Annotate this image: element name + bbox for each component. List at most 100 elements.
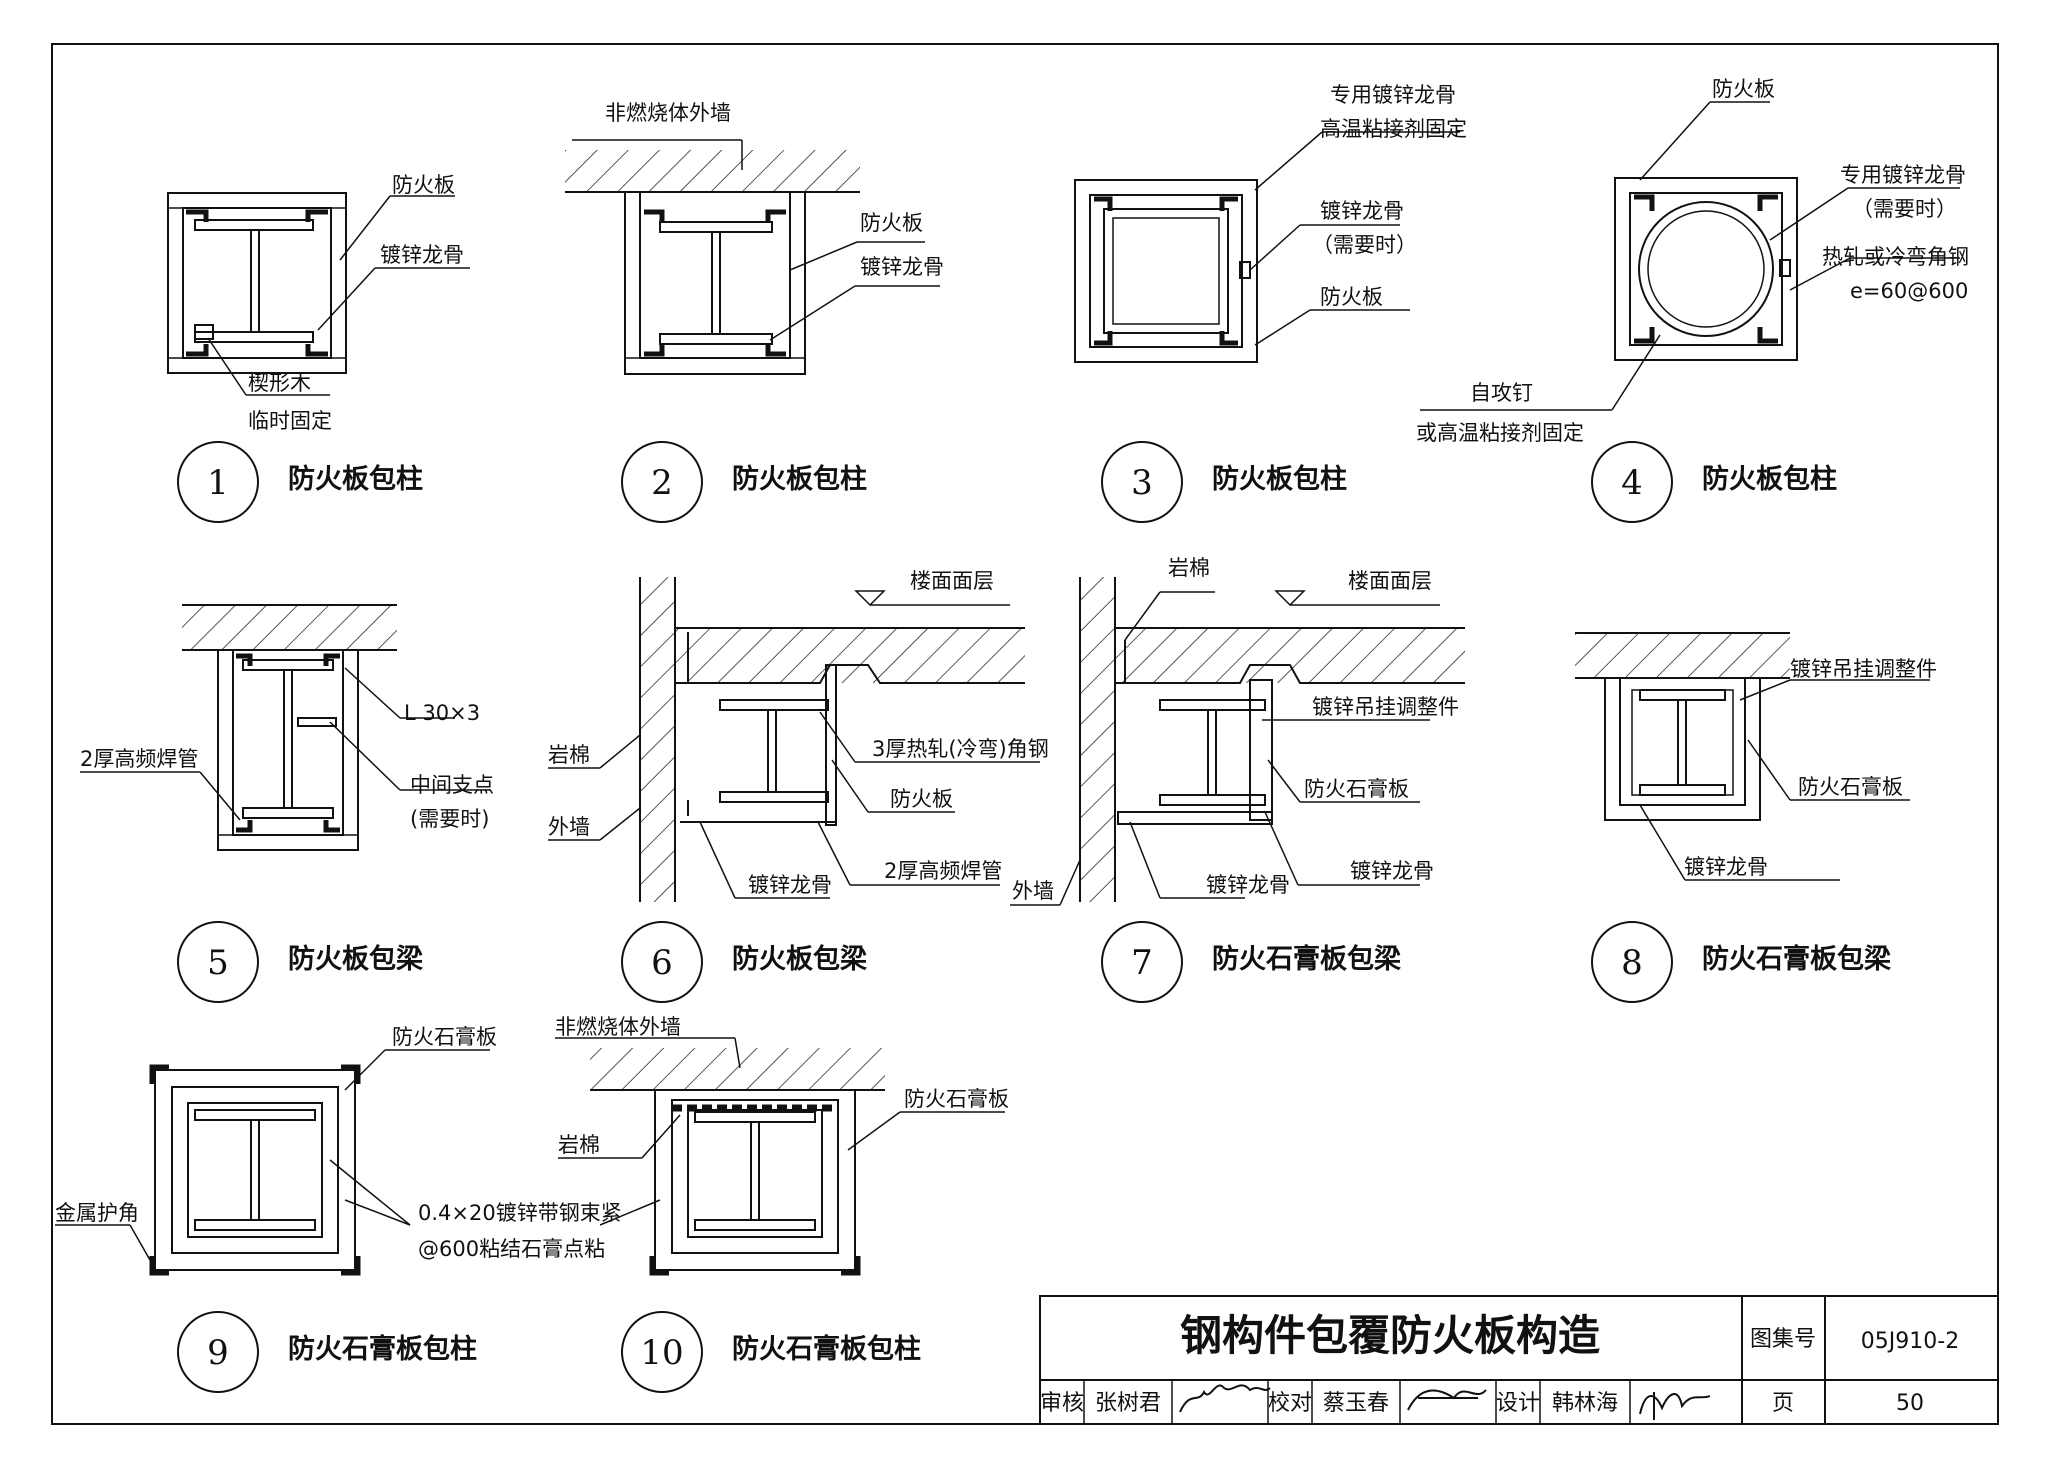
label-fire-board-1: 防火板: [392, 173, 455, 197]
detail-number-10: 10: [640, 1333, 683, 1373]
review-label: 审核: [1040, 1391, 1084, 1416]
detail-title-2: 防火板包柱: [732, 463, 867, 495]
detail-title-10: 防火石膏板包柱: [732, 1333, 921, 1365]
label-galv-hanger-7: 镀锌吊挂调整件: [1312, 695, 1459, 719]
detail-7-drawing: [1010, 577, 1465, 906]
label-hot-rolled-angle: 热轧或冷弯角钢: [1822, 245, 1969, 269]
detail-title-1: 防火板包柱: [288, 463, 423, 495]
detail-number-3: 3: [1131, 463, 1153, 503]
detail-8-drawing: [1575, 632, 1930, 881]
detail-5-drawing: [80, 604, 490, 851]
detail-tag-9: 9 防火石膏板包柱: [177, 1311, 477, 1393]
drawing-title: 钢构件包覆防火板构造: [1180, 1311, 1600, 1360]
detail-tag-8: 8 防火石膏板包梁: [1591, 921, 1891, 1003]
label-special-keel-3: 专用镀锌龙骨: [1330, 83, 1456, 107]
atlas-label: 图集号: [1750, 1327, 1816, 1352]
detail-3-drawing: [1074, 131, 1460, 363]
label-galv-keel-1: 镀锌龙骨: [380, 243, 464, 267]
detail-title-6: 防火板包梁: [732, 943, 867, 975]
label-fire-board-6: 防火板: [890, 787, 953, 811]
label-special-keel-4: 专用镀锌龙骨: [1840, 163, 1966, 187]
label-angle-3mm: 3厚热轧(冷弯)角钢: [872, 737, 1049, 761]
label-rock-wool-6: 岩棉: [548, 743, 590, 767]
detail-1-drawing: [167, 192, 470, 396]
label-galv-keel-7b: 镀锌龙骨: [1350, 859, 1434, 883]
label-galv-keel-8: 镀锌龙骨: [1684, 855, 1768, 879]
detail-title-9: 防火石膏板包柱: [288, 1333, 477, 1365]
label-hf-pipe-5: 2厚高频焊管: [80, 747, 198, 771]
label-fire-board-3: 防火板: [1320, 285, 1383, 309]
label-metal-corner: 金属护角: [55, 1201, 139, 1225]
label-hf-pipe-6: 2厚高频焊管: [884, 859, 1002, 883]
detail-tag-4: 4 防火板包柱: [1591, 441, 1837, 523]
detail-tag-10: 10 防火石膏板包柱: [621, 1311, 921, 1393]
designer-signature: [1639, 1392, 1711, 1420]
detail-tag-2: 2 防火板包柱: [621, 441, 867, 523]
detail-number-4: 4: [1621, 463, 1643, 503]
detail-title-8: 防火石膏板包梁: [1702, 943, 1891, 975]
label-galv-hanger-8: 镀锌吊挂调整件: [1790, 657, 1937, 681]
label-angle-30: L 30×3: [404, 701, 480, 725]
title-block: [1039, 1295, 1999, 1425]
detail-2-drawing: [565, 139, 940, 375]
label-spacing: e=60@600: [1850, 279, 1968, 303]
label-wedge-wood: 楔形木: [248, 371, 311, 395]
design-label: 设计: [1496, 1391, 1540, 1416]
label-fire-board-2: 防火板: [860, 211, 923, 235]
detail-number-8: 8: [1621, 943, 1643, 983]
detail-number-6: 6: [651, 943, 673, 983]
label-gypsum-dot: @600粘结石膏点粘: [418, 1237, 605, 1261]
reviewer-signature: [1179, 1384, 1271, 1413]
designer-name: 韩林海: [1552, 1391, 1618, 1416]
label-fire-gypsum-8: 防火石膏板: [1798, 775, 1903, 799]
detail-title-5: 防火板包梁: [288, 943, 423, 975]
label-rock-wool-7: 岩棉: [1168, 556, 1210, 580]
label-galv-keel-3: 镀锌龙骨: [1320, 199, 1404, 223]
detail-tag-1: 1 防火板包柱: [177, 441, 423, 523]
label-galv-keel-2: 镀锌龙骨: [860, 255, 944, 279]
label-floor-finish-6: 楼面面层: [910, 569, 994, 593]
label-or-glue: 或高温粘接剂固定: [1416, 421, 1584, 445]
detail-number-1: 1: [207, 463, 229, 503]
label-outer-wall-7: 外墙: [1012, 879, 1054, 903]
atlas-number: 05J910-2: [1861, 1329, 1959, 1354]
detail-tag-3: 3 防火板包柱: [1101, 441, 1347, 523]
label-fire-gypsum-7: 防火石膏板: [1304, 777, 1409, 801]
label-outer-wall-6: 外墙: [548, 815, 590, 839]
sheet-border: [51, 43, 1999, 1425]
label-when-needed-4: （需要时）: [1852, 197, 1957, 221]
detail-number-7: 7: [1131, 943, 1153, 983]
label-non-burnt-wall-2: 非燃烧体外墙: [605, 101, 731, 125]
wedge-wood-block: [194, 324, 214, 340]
label-high-temp-glue: 高温粘接剂固定: [1320, 117, 1467, 141]
page-number: 50: [1896, 1391, 1924, 1416]
label-steel-strap: 0.4×20镀锌带钢束紧: [418, 1201, 622, 1225]
detail-number-2: 2: [651, 463, 673, 503]
checker-name: 蔡玉春: [1323, 1391, 1389, 1416]
detail-number-5: 5: [207, 943, 229, 983]
detail-tag-6: 6 防火板包梁: [621, 921, 867, 1003]
detail-title-7: 防火石膏板包梁: [1212, 943, 1401, 975]
detail-10-drawing: [555, 1037, 1005, 1276]
label-when-needed-3: （需要时）: [1312, 233, 1417, 257]
label-galv-keel-7: 镀锌龙骨: [1206, 873, 1290, 897]
label-floor-finish-7: 楼面面层: [1348, 569, 1432, 593]
label-fire-gypsum-9: 防火石膏板: [392, 1025, 497, 1049]
detail-title-3: 防火板包柱: [1212, 463, 1347, 495]
check-label: 校对: [1268, 1391, 1312, 1416]
reviewer-name: 张树君: [1095, 1391, 1161, 1416]
label-mid-support-need: (需要时): [410, 807, 489, 831]
detail-6-drawing: [548, 577, 1040, 902]
detail-number-9: 9: [207, 1333, 229, 1373]
label-rock-wool-10: 岩棉: [558, 1133, 600, 1157]
label-mid-support: 中间支点: [410, 773, 494, 797]
detail-4-drawing: [1420, 101, 1960, 411]
label-fire-board-4: 防火板: [1712, 77, 1775, 101]
label-non-burnt-wall-10: 非燃烧体外墙: [555, 1015, 681, 1039]
detail-title-4: 防火板包柱: [1702, 463, 1837, 495]
detail-tag-5: 5 防火板包梁: [177, 921, 423, 1003]
page-label: 页: [1772, 1391, 1794, 1416]
label-fire-gypsum-10: 防火石膏板: [904, 1087, 1009, 1111]
detail-9-drawing: [55, 1049, 490, 1276]
label-self-tap: 自攻钉: [1470, 381, 1533, 405]
